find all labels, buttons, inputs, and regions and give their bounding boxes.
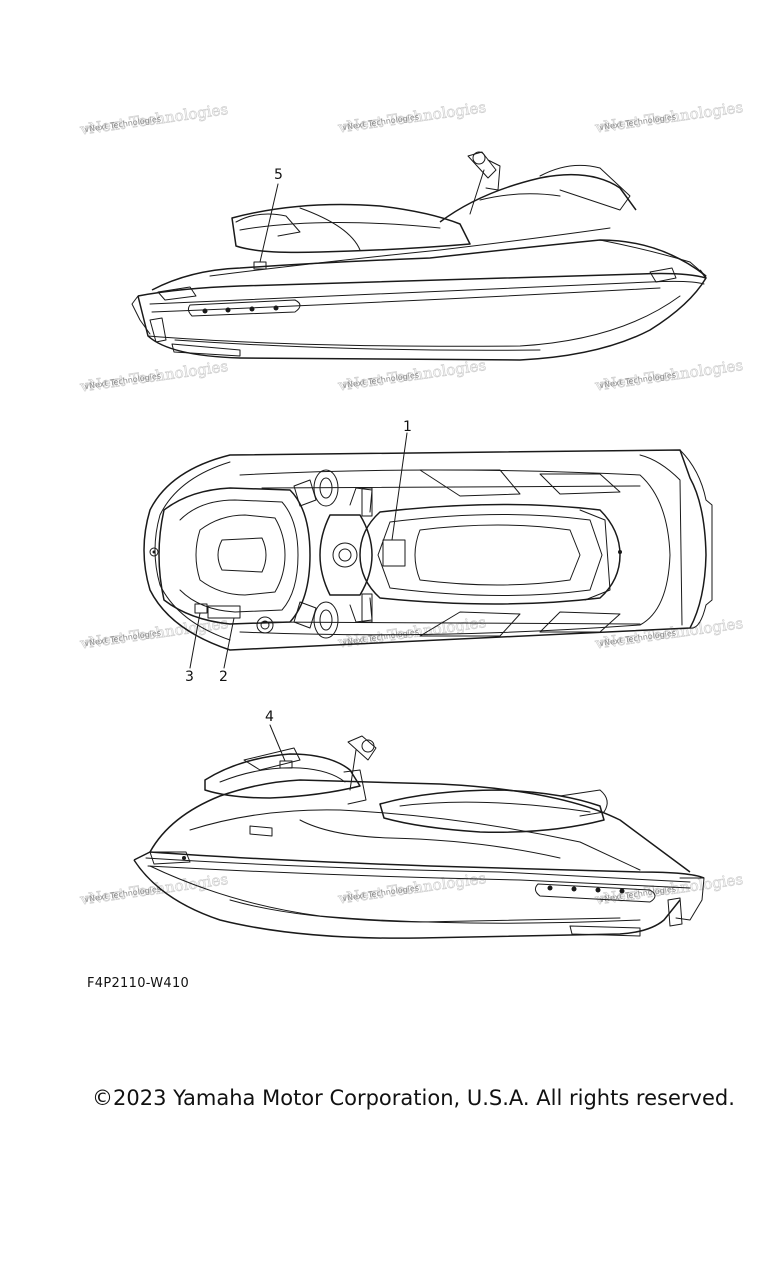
callout-5: 5 xyxy=(274,167,283,183)
callout-2: 2 xyxy=(219,669,228,685)
callout-4: 4 xyxy=(265,709,274,725)
label-3-marker xyxy=(194,603,208,614)
leader-line-2 xyxy=(223,617,235,669)
callout-3: 3 xyxy=(185,669,194,685)
top-view: 1 3 2 xyxy=(143,419,713,685)
callout-1: 1 xyxy=(403,419,412,435)
leader-line-3 xyxy=(189,612,201,669)
label-5-marker xyxy=(253,261,267,270)
figure-code: F4P2110-W410 xyxy=(87,976,190,991)
leader-line-5 xyxy=(259,183,279,263)
watermark-grid: vNext Technologies vNext Technologies vN… xyxy=(78,98,745,909)
side-view-right: 4 xyxy=(133,709,705,939)
leader-line-4 xyxy=(269,724,286,762)
side-view-left: 5 xyxy=(131,151,707,361)
label-4-marker xyxy=(279,760,293,769)
leader-line-1 xyxy=(391,432,408,541)
label-1-marker xyxy=(382,539,406,567)
copyright-notice: ©2023 Yamaha Motor Corporation, U.S.A. A… xyxy=(92,1086,735,1110)
label-2-marker xyxy=(207,605,241,619)
